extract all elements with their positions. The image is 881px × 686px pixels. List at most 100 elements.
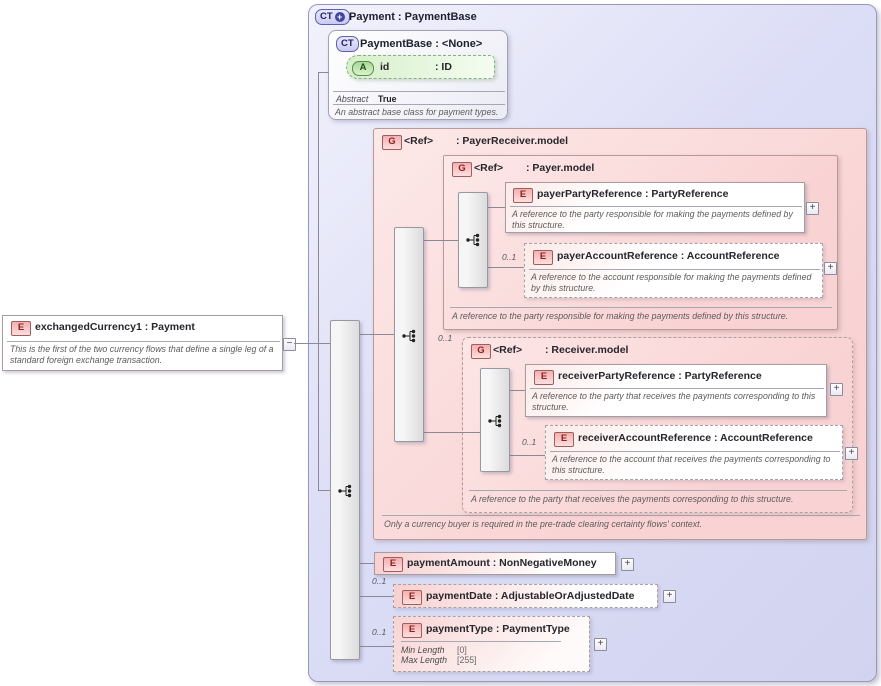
element-exchangedcurrency1-box[interactable]: E exchangedCurrency1 : Payment This is t… [2,315,283,371]
reference-connector-line [294,343,331,344]
sequence-compositor-bar[interactable] [458,192,488,288]
element-icon: E [513,188,533,203]
connector-line [486,207,506,208]
complex-type-icon: CT + [315,9,350,25]
element-icon: E [554,432,574,447]
attribute-id-box[interactable]: A id : ID [346,55,495,79]
abstract-label: Abstract [336,94,369,104]
group-icon: G [452,162,472,177]
cardinality-label: 0..1 [372,576,387,586]
element-paymentdate-box[interactable]: E paymentDate : AdjustableOrAdjustedDate [393,584,658,608]
group-icon: G [471,344,491,359]
cardinality-label: 0..1 [372,627,387,637]
connector-line [358,334,395,335]
element-icon: E [11,321,31,336]
connector-line [508,390,526,391]
expand-icon[interactable]: + [830,383,843,396]
payerreceiver-footer: Only a currency buyer is required in the… [384,519,703,529]
sequence-compositor-bar[interactable] [480,368,510,472]
expand-icon[interactable]: + [621,558,634,571]
divider [450,307,832,308]
collapse-icon[interactable]: − [283,338,296,351]
divider [510,206,802,207]
payerpartyreference-title: payerPartyReference : PartyReference [537,188,729,200]
sequence-icon [337,484,353,503]
abstract-value: True [378,94,397,104]
sequence-compositor-bar[interactable] [330,320,360,660]
cardinality-label: 0..1 [522,437,537,447]
connector-line [486,267,525,268]
attribute-icon: A [352,61,374,76]
receiver-name: <Ref> [493,344,523,356]
group-badge-label: G [388,136,396,147]
expand-icon[interactable]: + [824,262,837,275]
receiver-footer: A reference to the party that receives t… [471,494,794,504]
connector-line [358,563,375,564]
element-receiveraccountreference-box[interactable]: E receiverAccountReference : AccountRefe… [545,425,843,480]
payer-type: : Payer.model [526,162,595,174]
element-icon: E [402,590,422,605]
payeraccountreference-description: A reference to the account responsible f… [531,272,812,294]
group-icon: G [382,135,402,150]
element-badge-label: E [408,591,416,602]
payer-name: <Ref> [474,162,504,174]
payerpartyreference-description: A reference to the party responsible for… [512,209,793,231]
divider [382,515,860,516]
facet-minlength-label: Min Length [401,645,445,655]
element-badge-label: E [389,558,397,569]
divider [550,451,840,452]
element-badge-label: E [540,371,548,382]
element-paymentamount-box[interactable]: E paymentAmount : NonNegativeMoney [374,552,616,575]
attribute-type: : ID [435,61,452,73]
receiverpartyreference-description: A reference to the party that receives t… [532,391,816,413]
receiveraccountreference-title: receiverAccountReference : AccountRefere… [578,432,813,444]
derived-plus-icon: + [334,12,345,22]
base-type-description: An abstract base class for payment types… [335,107,499,117]
inheritance-connector-line [318,72,329,73]
element-icon: E [533,250,553,265]
exchangedcurrency1-title: exchangedCurrency1 : Payment [35,321,195,333]
receiver-type: : Receiver.model [545,344,629,356]
cardinality-label: 0..1 [438,333,453,343]
element-badge-label: E [560,433,568,444]
exchangedcurrency1-description: This is the first of the two currency fl… [10,344,274,366]
element-badge-label: E [17,322,25,333]
payment-title: Payment : PaymentBase [349,11,477,23]
base-type-paymentbase-box[interactable]: CT PaymentBase : <None> A id : ID Abstra… [328,30,508,120]
base-type-title: PaymentBase : <None> [360,38,483,50]
connector-line [358,646,394,647]
connector-line [422,432,481,433]
divider [401,641,561,642]
divider [333,91,505,92]
paymentamount-title: paymentAmount : NonNegativeMoney [407,557,597,569]
payer-footer: A reference to the party responsible for… [452,311,789,321]
connector-line [358,596,394,597]
sequence-icon [401,329,417,348]
expand-icon[interactable]: + [845,447,858,460]
base-type-badge-label: CT [341,38,354,49]
payerreceiver-name: <Ref> [404,135,434,147]
element-icon: E [402,623,422,638]
expand-icon[interactable]: + [594,638,607,651]
element-paymenttype-box[interactable]: E paymentType : PaymentType Min Length [… [393,616,590,672]
sequence-compositor-bar[interactable] [394,227,424,442]
element-badge-label: E [539,251,547,262]
element-receiverpartyreference-box[interactable]: E receiverPartyReference : PartyReferenc… [525,364,827,417]
element-payerpartyreference-box[interactable]: E payerPartyReference : PartyReference A… [505,182,805,233]
element-badge-label: E [519,189,527,200]
expand-icon[interactable]: + [663,590,676,603]
cardinality-label: 0..1 [502,252,517,262]
facet-minlength-value: [0] [457,645,467,655]
divider [529,269,820,270]
divider [530,388,824,389]
payeraccountreference-title: payerAccountReference : AccountReference [557,250,780,262]
expand-icon[interactable]: + [806,202,819,215]
group-badge-label: G [458,163,466,174]
element-payeraccountreference-box[interactable]: E payerAccountReference : AccountReferen… [524,243,823,298]
connector-line [422,240,459,241]
receiverpartyreference-title: receiverPartyReference : PartyReference [558,370,762,382]
facet-maxlength-value: [255] [457,655,477,665]
facet-maxlength-label: Max Length [401,655,447,665]
attribute-badge-label: A [359,62,367,73]
